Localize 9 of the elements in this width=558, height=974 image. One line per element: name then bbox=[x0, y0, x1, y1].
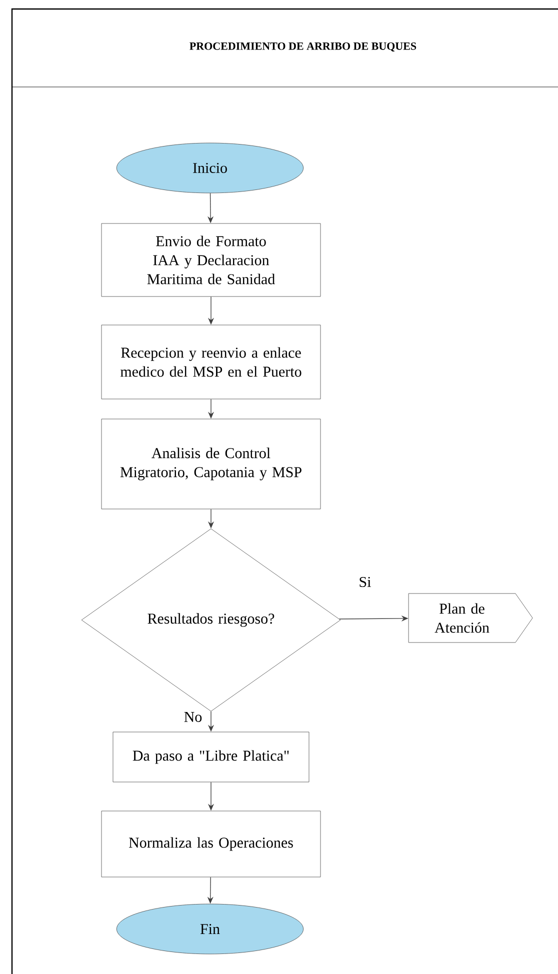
process-box: Da paso a "Libre Platica" bbox=[112, 732, 310, 782]
process-box: Analisis de Control Migratorio, Capotania y MSP bbox=[101, 418, 321, 510]
process-box: Recepcion y reenvio a enlace medico del MSP en el Puerto bbox=[101, 324, 321, 400]
off-page-connector: Plan de Atención bbox=[408, 593, 533, 643]
process-box: Envio de Formato IAA y Declaracion Maritima de Sanidad bbox=[101, 223, 321, 297]
edge-label: No bbox=[182, 711, 204, 723]
edge-label: Si bbox=[358, 576, 372, 588]
title: PROCEDIMIENTO DE ARRIBO DE BUQUES bbox=[190, 42, 416, 52]
process-box: Normaliza las Operaciones bbox=[101, 810, 321, 878]
